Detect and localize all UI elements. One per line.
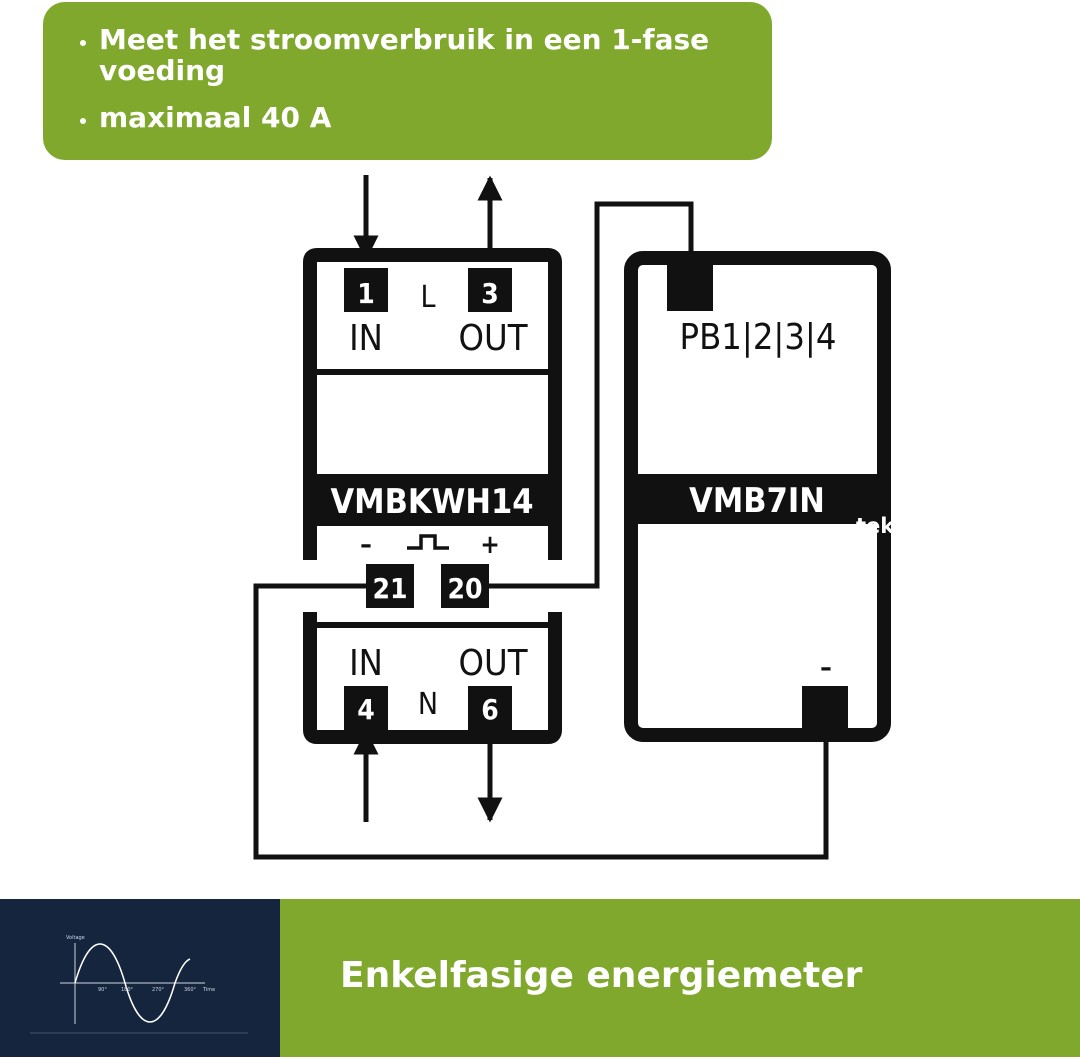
thumb-tick: 360°: [184, 987, 197, 993]
module-minus-sign: –: [820, 653, 832, 683]
sine-wave-icon: Voltage Time 90° 180° 270° 360°: [30, 935, 248, 1034]
thumb-tick: 90°: [98, 987, 107, 993]
footer-thumbnail: Voltage Time 90° 180° 270° 360°: [0, 899, 280, 1057]
watermark: tek: [856, 514, 895, 538]
terminal-1[interactable]: [344, 268, 388, 312]
energy-meter: VMBKWH14 1 3 L IN OUT – + 21 20 IN OUT 4…: [303, 248, 562, 744]
footer-title: Enkelfasige energiemeter: [340, 955, 863, 996]
terminal-6[interactable]: [468, 686, 512, 730]
wire-pulse-plus: [489, 201, 694, 589]
terminal-21-label: 21: [372, 572, 407, 605]
out-label-bottom: OUT: [459, 643, 528, 684]
wire-pulse-minus: [253, 583, 829, 860]
meter-name-band: [303, 474, 562, 526]
thumb-tick: 270°: [152, 987, 165, 993]
thumb-tick: 180°: [121, 987, 134, 993]
pulse-icon: [407, 534, 449, 550]
feature-bullet: maximaal 40 A: [99, 102, 742, 133]
neutral-label: N: [418, 687, 438, 722]
terminal-4[interactable]: [344, 686, 388, 730]
terminal-1-label: 1: [357, 277, 375, 310]
feature-bullet: Meet het stroomverbruik in een 1-fase vo…: [99, 24, 742, 86]
input-module: VMB7IN PB1|2|3|4 –: [624, 251, 891, 742]
pulse-minus-sign: –: [360, 530, 372, 560]
terminal-21[interactable]: [366, 564, 414, 608]
meter-name: VMBKWH14: [330, 482, 533, 522]
terminal-20-label: 20: [447, 572, 482, 605]
in-label-top: IN: [349, 318, 383, 359]
terminal-3-label: 3: [481, 277, 499, 310]
wiring-diagram: VMBKWH14 1 3 L IN OUT – + 21 20 IN OUT 4…: [253, 175, 891, 860]
terminal-20[interactable]: [441, 564, 489, 608]
thumb-x-label: Time: [202, 987, 215, 993]
terminal-3[interactable]: [468, 268, 512, 312]
terminal-6-label: 6: [481, 693, 499, 726]
thumb-y-label: Voltage: [66, 935, 85, 941]
info-callout: Meet het stroomverbruik in een 1-fase vo…: [43, 2, 772, 160]
module-minus-terminal[interactable]: [802, 686, 848, 732]
out-label-top: OUT: [459, 318, 528, 359]
module-name-band: [631, 474, 884, 524]
meter-outline-bottom: [303, 612, 562, 744]
pulse-plus-sign: +: [480, 530, 500, 560]
pb-inputs-label: PB1|2|3|4: [680, 317, 837, 358]
module-name: VMB7IN: [689, 481, 825, 521]
pb-terminal[interactable]: [667, 265, 713, 311]
in-label-bottom: IN: [349, 643, 383, 684]
terminal-4-label: 4: [357, 693, 375, 726]
footer-banner: Enkelfasige energiemeter: [280, 899, 1080, 1057]
phase-label: L: [420, 280, 435, 315]
feature-list: Meet het stroomverbruik in een 1-fase vo…: [73, 24, 742, 133]
meter-outline-top: [303, 248, 562, 560]
